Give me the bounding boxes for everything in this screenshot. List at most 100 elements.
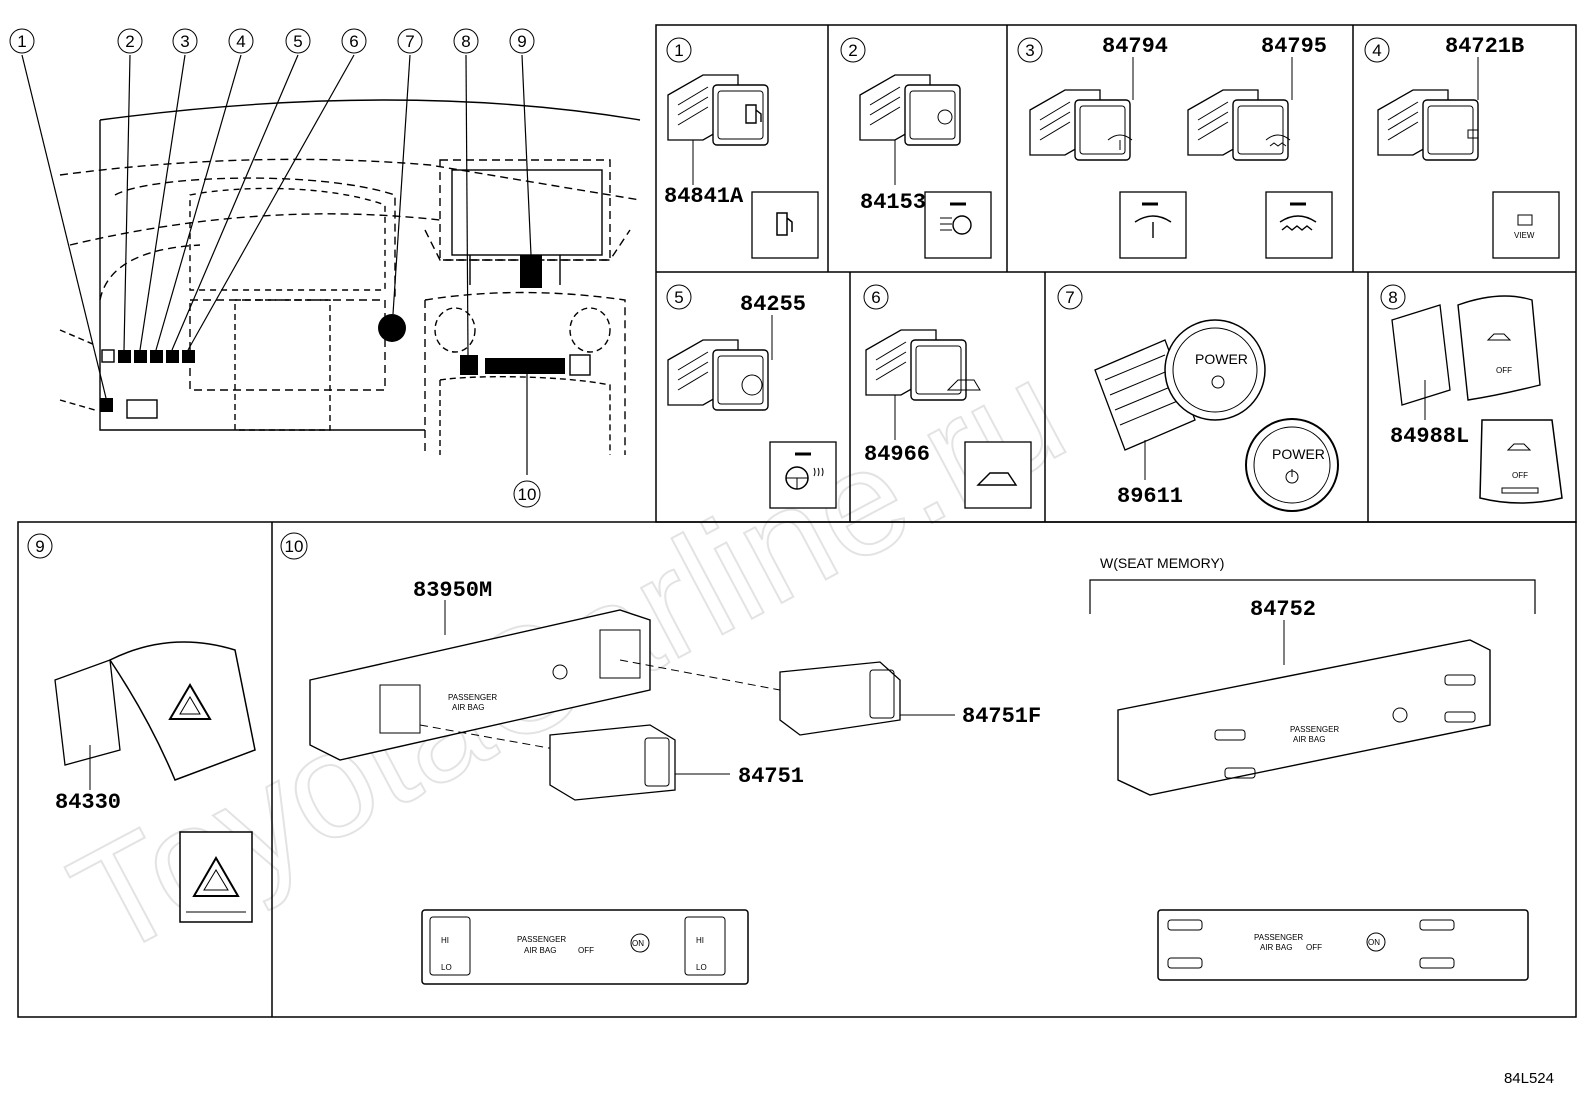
part-84751: 84751 [738, 764, 804, 789]
panel-1-number [666, 37, 692, 63]
part-84153: 84153 [860, 190, 926, 215]
vehicle-incline-icon [976, 472, 1018, 486]
svg-text:OFF: OFF [1496, 366, 1512, 375]
svg-text:AIR BAG: AIR BAG [524, 946, 556, 955]
part-83950M: 83950M [413, 578, 492, 603]
svg-text:9: 9 [517, 32, 526, 51]
panel-8-number [1380, 284, 1406, 310]
callout-4 [228, 28, 254, 54]
panel-9-hazard-switch: 84330 [54, 641, 256, 923]
svg-text:1: 1 [17, 32, 26, 51]
panel-3-number [1017, 37, 1043, 63]
callout-5 [285, 28, 311, 54]
svg-text:4: 4 [236, 32, 245, 51]
wiper-deicer-icon [1279, 215, 1317, 231]
svg-text:2: 2 [848, 41, 857, 60]
seat-memory-panel-front [1157, 909, 1529, 981]
svg-text:PASSENGER: PASSENGER [1254, 933, 1303, 942]
svg-text:PASSENGER: PASSENGER [517, 935, 566, 944]
svg-text:7: 7 [405, 32, 414, 51]
panel-8-vsc-off-switch: OFF 84988L OFF [1390, 295, 1563, 504]
panel-5-number [666, 284, 692, 310]
callout-1 [9, 28, 35, 54]
dashboard-switch-markers [100, 255, 565, 412]
part-84752: 84752 [1250, 597, 1316, 622]
panel-6-number [863, 284, 889, 310]
part-84795: 84795 [1261, 34, 1327, 59]
panel-2-number [840, 37, 866, 63]
callout-9 [509, 28, 535, 54]
svg-text:10: 10 [518, 485, 537, 504]
part-84255: 84255 [740, 292, 806, 317]
panel-7-power-switch: POWER 89611 POWER [1094, 319, 1339, 512]
overview-leader-lines [21, 54, 532, 475]
svg-text:10: 10 [285, 537, 304, 556]
svg-text:6: 6 [349, 32, 358, 51]
svg-text:PASSENGER: PASSENGER [448, 693, 497, 702]
svg-text:6: 6 [871, 288, 880, 307]
part-84330: 84330 [55, 790, 121, 815]
svg-text:ON: ON [1368, 938, 1380, 947]
svg-text:LO: LO [696, 963, 707, 972]
panel-4-number [1364, 37, 1390, 63]
part-84751F: 84751F [962, 704, 1041, 729]
part-84721B: 84721B [1445, 34, 1524, 59]
panel-4-view-switch: 84721B VIEW [1377, 34, 1560, 259]
svg-text:HI: HI [441, 936, 449, 945]
headlight-icon [952, 215, 972, 235]
windshield-deicer-icon [1134, 215, 1172, 238]
part-84841A: 84841A [664, 184, 744, 209]
svg-text:7: 7 [1065, 288, 1074, 307]
svg-text:2: 2 [125, 32, 134, 51]
callout-3 [172, 28, 198, 54]
callout-2 [117, 28, 143, 54]
callout-7 [397, 28, 423, 54]
svg-text:3: 3 [180, 32, 189, 51]
svg-text:ON: ON [632, 939, 644, 948]
svg-text:LO: LO [441, 963, 452, 972]
dashboard-overview [59, 99, 641, 455]
svg-text:W(SEAT MEMORY): W(SEAT MEMORY) [1100, 555, 1224, 571]
callout-10 [513, 480, 541, 508]
svg-text:8: 8 [461, 32, 470, 51]
part-89611: 89611 [1117, 484, 1183, 509]
svg-text:OFF: OFF [578, 946, 594, 955]
svg-text:PASSENGER: PASSENGER [1290, 725, 1339, 734]
svg-text:AIR BAG: AIR BAG [1260, 943, 1292, 952]
svg-text:3: 3 [1025, 41, 1034, 60]
panel-6-downhill-assist-switch: 84966 [864, 329, 1032, 509]
panel-frames [17, 24, 1577, 1018]
part-84794: 84794 [1102, 34, 1168, 59]
skid-icon [1506, 443, 1532, 451]
svg-text:POWER: POWER [1195, 351, 1248, 367]
overview-callouts: 1 2 3 4 5 6 7 8 9 10 [9, 28, 541, 508]
svg-text:OFF: OFF [1512, 471, 1528, 480]
seat-heater-panel-front [421, 909, 749, 985]
svg-text:5: 5 [293, 32, 302, 51]
svg-text:8: 8 [1388, 288, 1397, 307]
svg-text:POWER: POWER [1272, 446, 1325, 462]
svg-text:5: 5 [674, 288, 683, 307]
panel-3-wiper-deicer-switches: 84794 84795 [1029, 34, 1333, 259]
svg-text:AIR BAG: AIR BAG [1293, 735, 1325, 744]
callout-6 [341, 28, 367, 54]
camera-view-icon [1517, 214, 1533, 226]
panel-7-number [1057, 284, 1083, 310]
panel-5-steering-heater-switch: 84255 [667, 292, 837, 509]
callout-8 [453, 28, 479, 54]
panel-9-number [27, 533, 53, 559]
diagram-code: 84L524 [1503, 1070, 1554, 1087]
svg-text:AIR BAG: AIR BAG [452, 703, 484, 712]
panel-10-number [280, 532, 308, 560]
svg-text:HI: HI [696, 936, 704, 945]
svg-text:1: 1 [674, 41, 683, 60]
hazard-icon [192, 856, 240, 897]
panel-10-seat-heater-switches: 83950M PASSENGER AIR BAG 84751F 84751 HI… [309, 555, 1536, 985]
part-84966: 84966 [864, 442, 930, 467]
panel-1-fuel-door-switch: 84841A [664, 74, 819, 259]
svg-text:OFF: OFF [1306, 943, 1322, 952]
svg-text:9: 9 [35, 537, 44, 556]
svg-text:4: 4 [1372, 41, 1381, 60]
svg-text:VIEW: VIEW [1514, 231, 1535, 240]
